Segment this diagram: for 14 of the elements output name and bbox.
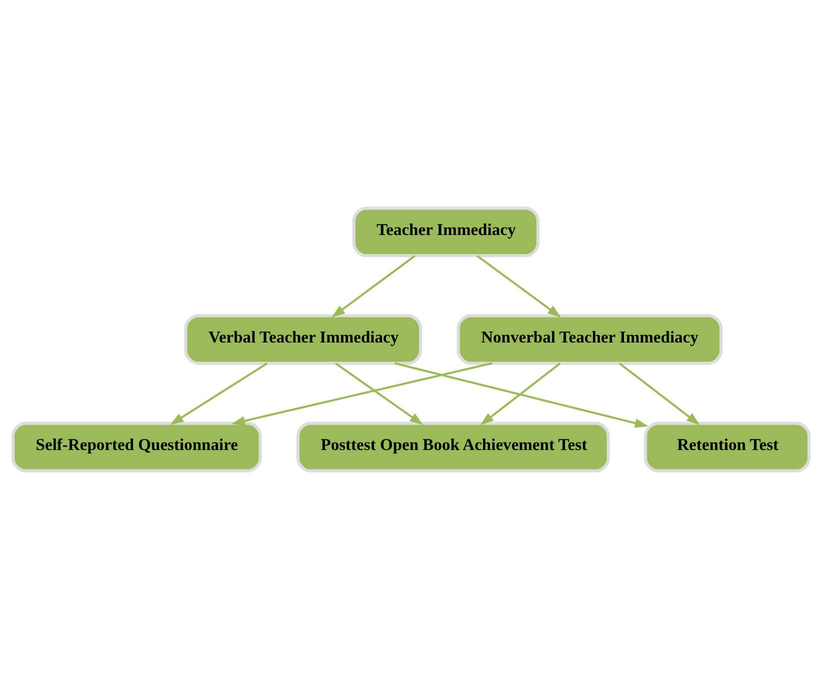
arrow [335,362,424,424]
node-box: Verbal Teacher Immediacy [184,314,422,364]
arrow [170,362,268,424]
arrow [332,254,416,317]
arrow [232,362,492,425]
node-box: Self-Reported Questionnaire [11,421,262,472]
node-box: Posttest Open Book Achievement Test [296,421,610,472]
arrow [480,362,561,425]
node-box: Nonverbal Teacher Immediacy [456,314,723,364]
node-box: Retention Test [644,421,811,472]
arrow [476,254,562,317]
arrow [394,362,648,428]
arrow [618,362,700,425]
node-box: Teacher Immediacy [352,206,540,257]
